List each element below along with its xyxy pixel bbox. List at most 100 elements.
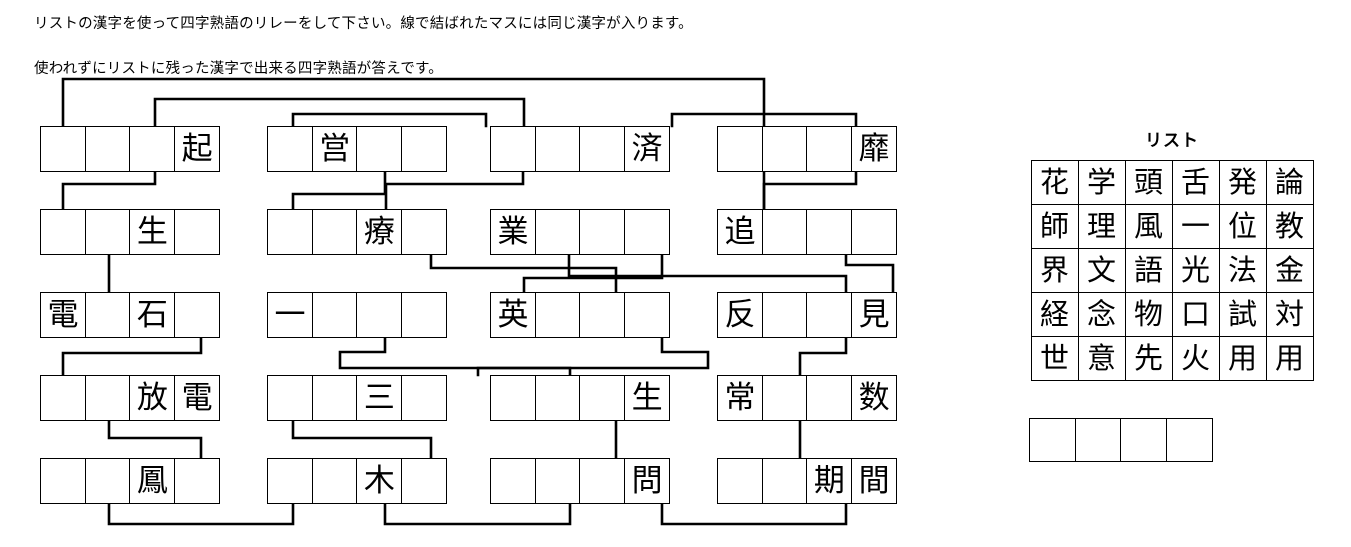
list-kanji-cell[interactable]: 試: [1218, 292, 1267, 337]
puzzle-cell-empty[interactable]: [267, 209, 313, 255]
puzzle-cell-empty[interactable]: [311, 292, 358, 338]
puzzle-block-r2-b3: 業: [490, 209, 671, 255]
puzzle-cell-empty[interactable]: [534, 292, 581, 338]
puzzle-cell-empty[interactable]: [40, 375, 86, 421]
list-kanji-cell[interactable]: 念: [1077, 292, 1126, 337]
list-kanji-cell[interactable]: 位: [1218, 204, 1267, 249]
puzzle-cell-empty[interactable]: [174, 458, 221, 504]
puzzle-cell-empty[interactable]: [624, 209, 671, 255]
puzzle-cell-filled: 放: [129, 375, 176, 421]
puzzle-cell-filled: 一: [267, 292, 313, 338]
list-kanji-cell[interactable]: 界: [1030, 248, 1079, 293]
puzzle-cell-empty[interactable]: [490, 375, 536, 421]
puzzle-cell-empty[interactable]: [401, 292, 448, 338]
puzzle-cell-empty[interactable]: [40, 458, 86, 504]
answer-cell[interactable]: [1029, 418, 1076, 462]
puzzle-cell-empty[interactable]: [356, 126, 403, 172]
puzzle-cell-empty[interactable]: [401, 458, 448, 504]
puzzle-cell-empty[interactable]: [761, 292, 808, 338]
list-kanji-cell[interactable]: 対: [1265, 292, 1314, 337]
puzzle-cell-filled: 間: [851, 458, 898, 504]
list-kanji-cell[interactable]: 頭: [1124, 160, 1173, 205]
puzzle-cell-empty[interactable]: [717, 126, 763, 172]
answer-cell[interactable]: [1120, 418, 1168, 462]
list-kanji-cell[interactable]: 先: [1124, 336, 1173, 381]
list-kanji-cell[interactable]: 文: [1077, 248, 1126, 293]
puzzle-cell-empty[interactable]: [311, 209, 358, 255]
puzzle-block-r2-b2: 療: [267, 209, 448, 255]
puzzle-cell-empty[interactable]: [401, 126, 448, 172]
list-kanji-cell[interactable]: 語: [1124, 248, 1173, 293]
list-kanji-cell[interactable]: 花: [1030, 160, 1079, 205]
list-kanji-cell[interactable]: 用: [1265, 336, 1314, 381]
puzzle-cell-empty[interactable]: [806, 292, 853, 338]
puzzle-cell-empty[interactable]: [401, 375, 448, 421]
puzzle-cell-empty[interactable]: [806, 209, 853, 255]
puzzle-cell-empty[interactable]: [579, 375, 626, 421]
puzzle-cell-empty[interactable]: [401, 209, 448, 255]
puzzle-cell-empty[interactable]: [624, 292, 671, 338]
puzzle-cell-empty[interactable]: [579, 209, 626, 255]
puzzle-cell-empty[interactable]: [84, 292, 131, 338]
puzzle-cell-empty[interactable]: [761, 126, 808, 172]
puzzle-cell-empty[interactable]: [84, 458, 131, 504]
list-kanji-cell[interactable]: 風: [1124, 204, 1173, 249]
answer-cell[interactable]: [1074, 418, 1122, 462]
puzzle-cell-empty[interactable]: [356, 292, 403, 338]
puzzle-cell-empty[interactable]: [40, 126, 86, 172]
list-kanji-cell[interactable]: 金: [1265, 248, 1314, 293]
list-kanji-cell[interactable]: 光: [1171, 248, 1220, 293]
puzzle-cell-empty[interactable]: [761, 375, 808, 421]
list-kanji-cell[interactable]: 一: [1171, 204, 1220, 249]
list-kanji-cell[interactable]: 世: [1030, 336, 1079, 381]
list-kanji-cell[interactable]: 口: [1171, 292, 1220, 337]
list-kanji-cell[interactable]: 理: [1077, 204, 1126, 249]
puzzle-cell-empty[interactable]: [174, 209, 221, 255]
puzzle-cell-empty[interactable]: [761, 209, 808, 255]
list-title: リスト: [1145, 131, 1199, 150]
puzzle-cell-empty[interactable]: [761, 458, 808, 504]
puzzle-cell-empty[interactable]: [84, 375, 131, 421]
puzzle-cell-empty[interactable]: [174, 292, 221, 338]
puzzle-cell-empty[interactable]: [579, 458, 626, 504]
puzzle-cell-empty[interactable]: [84, 209, 131, 255]
list-kanji-cell[interactable]: 物: [1124, 292, 1173, 337]
puzzle-cell-empty[interactable]: [490, 126, 536, 172]
list-kanji-cell[interactable]: 学: [1077, 160, 1126, 205]
puzzle-cell-empty[interactable]: [534, 209, 581, 255]
puzzle-cell-empty[interactable]: [311, 458, 358, 504]
list-kanji-cell[interactable]: 意: [1077, 336, 1126, 381]
puzzle-cell-empty[interactable]: [534, 375, 581, 421]
puzzle-cell-empty[interactable]: [84, 126, 131, 172]
list-kanji-cell[interactable]: 火: [1171, 336, 1220, 381]
puzzle-cell-empty[interactable]: [579, 292, 626, 338]
puzzle-cell-empty[interactable]: [534, 126, 581, 172]
puzzle-cell-empty[interactable]: [129, 126, 176, 172]
puzzle-cell-empty[interactable]: [311, 375, 358, 421]
puzzle-cell-empty[interactable]: [40, 209, 86, 255]
puzzle-cell-empty[interactable]: [490, 458, 536, 504]
list-kanji-cell[interactable]: 論: [1265, 160, 1314, 205]
list-kanji-cell[interactable]: 教: [1265, 204, 1314, 249]
puzzle-cell-empty[interactable]: [717, 458, 763, 504]
puzzle-cell-empty[interactable]: [851, 209, 898, 255]
puzzle-cell-empty[interactable]: [806, 375, 853, 421]
puzzle-cell-empty[interactable]: [267, 126, 313, 172]
puzzle-cell-empty[interactable]: [579, 126, 626, 172]
puzzle-cell-filled: 木: [356, 458, 403, 504]
list-kanji-cell[interactable]: 用: [1218, 336, 1267, 381]
list-kanji-cell[interactable]: 発: [1218, 160, 1267, 205]
puzzle-cell-empty[interactable]: [267, 458, 313, 504]
list-kanji-cell[interactable]: 師: [1030, 204, 1079, 249]
answer-cell[interactable]: [1166, 418, 1214, 462]
list-kanji-cell[interactable]: 舌: [1171, 160, 1220, 205]
instruction-line-2: 使われずにリストに残った漢字で出来る四字熟語が答えです。: [34, 61, 443, 77]
answer-box[interactable]: [1029, 418, 1214, 462]
puzzle-cell-empty[interactable]: [534, 458, 581, 504]
list-kanji-cell[interactable]: 経: [1030, 292, 1079, 337]
puzzle-cell-empty[interactable]: [806, 126, 853, 172]
list-kanji-cell[interactable]: 法: [1218, 248, 1267, 293]
puzzle-cell-filled: 英: [490, 292, 536, 338]
puzzle-cell-empty[interactable]: [267, 375, 313, 421]
list-row: 世意先火用用: [1030, 336, 1314, 381]
